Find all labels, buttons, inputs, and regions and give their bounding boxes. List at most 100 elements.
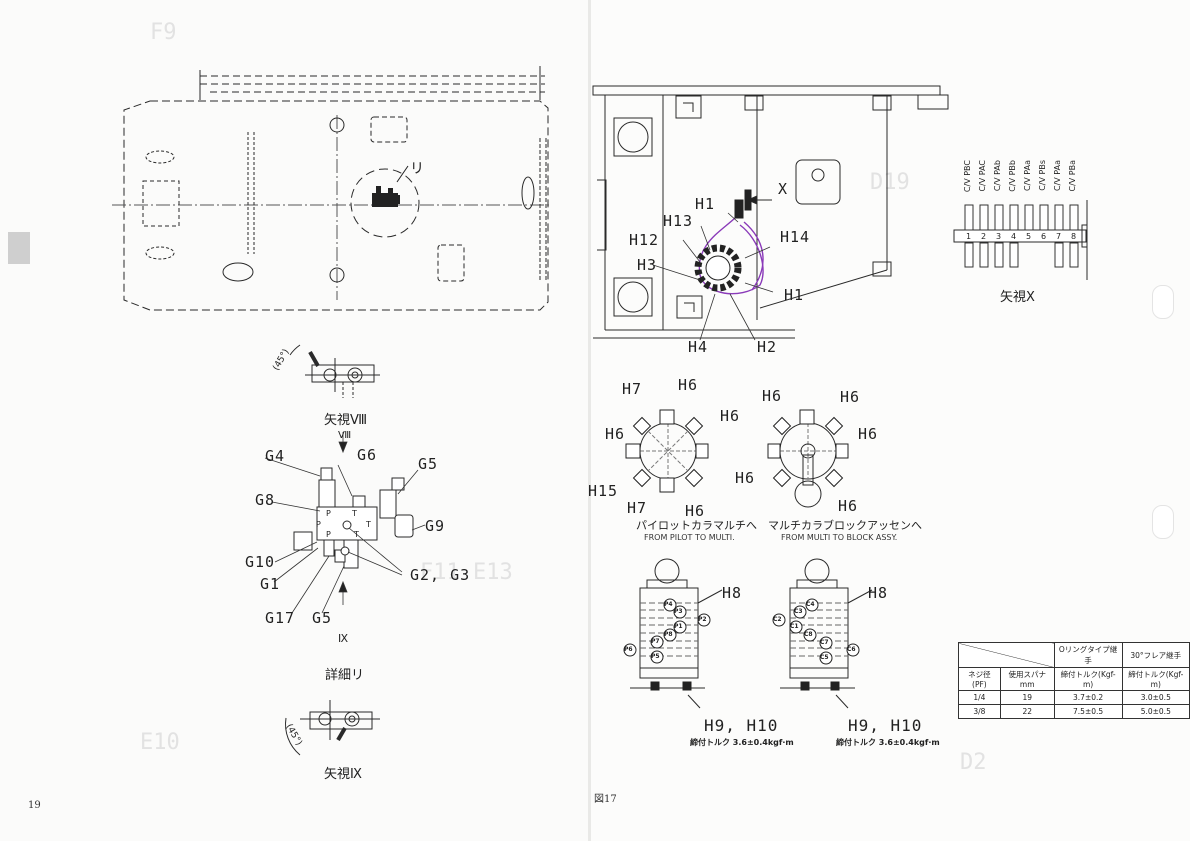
ghost-text: D19 bbox=[870, 170, 910, 195]
manifold-left-h6-bottom: H6 bbox=[685, 502, 706, 520]
table-cell: 3/8 bbox=[958, 704, 1001, 719]
manifold-left-h6-left: H6 bbox=[605, 425, 626, 443]
manifold-left-h6-right: H6 bbox=[720, 407, 741, 425]
port-c3: C3 bbox=[794, 608, 803, 615]
table-group-header-row: Oリングタイプ継手 30°フレア継手 bbox=[958, 642, 1190, 668]
view-x-marker: X bbox=[778, 180, 789, 198]
manifold-right-h6-bottom: H6 bbox=[838, 497, 859, 515]
punch-hole-bottom bbox=[1152, 505, 1174, 539]
block-right-h8: H8 bbox=[868, 584, 889, 602]
view-x-caption: 矢視X bbox=[1000, 290, 1035, 305]
manifold-right-h6-top-right: H6 bbox=[840, 388, 861, 406]
page-number: 19 bbox=[28, 800, 41, 811]
index-tab-mark bbox=[8, 232, 30, 264]
table-cell: 1/4 bbox=[958, 690, 1001, 705]
label-h14: H14 bbox=[780, 228, 811, 246]
table-cell: 19 bbox=[999, 690, 1055, 705]
port-p4: P4 bbox=[664, 601, 673, 608]
detail-ri-callout: リ bbox=[410, 161, 424, 177]
view-viii-caption: 矢視Ⅷ bbox=[324, 413, 368, 428]
view-x-port-5-label: C/V PAa bbox=[1023, 160, 1032, 191]
view-x-port-3-label: C/V PAb bbox=[993, 160, 1002, 192]
port-p1: P1 bbox=[674, 623, 683, 630]
view-ix-arrow-label: Ⅸ bbox=[338, 632, 349, 645]
detail-ri-caption: 詳細リ bbox=[325, 668, 365, 683]
table-group-header: Oリングタイプ継手 bbox=[1053, 642, 1123, 668]
block-left-torque-note: 締付トルク 3.6±0.4kgf·m bbox=[690, 738, 794, 747]
view-x-port-6-label: C/V PBs bbox=[1038, 160, 1047, 191]
view-x-port-2-label: C/V PAC bbox=[978, 160, 987, 192]
port-c2: C2 bbox=[773, 616, 782, 623]
label-g17: G17 bbox=[265, 609, 296, 627]
label-h1-top: H1 bbox=[695, 195, 716, 213]
figure-label: 図17 bbox=[594, 794, 617, 805]
port-p3: P3 bbox=[674, 608, 683, 615]
label-h4: H4 bbox=[688, 338, 709, 356]
label-h3: H3 bbox=[637, 256, 658, 274]
block-right-bolt-label: H9, H10 bbox=[848, 716, 923, 735]
view-x-port-2-num: 2 bbox=[981, 232, 987, 241]
page-gutter bbox=[588, 0, 591, 841]
view-x-port-6-num: 6 bbox=[1041, 232, 1047, 241]
port-mark-p: P bbox=[316, 520, 321, 529]
table-corner-cell bbox=[958, 642, 1055, 668]
label-g8: G8 bbox=[255, 491, 276, 509]
view-x-port-4-num: 4 bbox=[1011, 232, 1017, 241]
table-header: ネジ径(PF) bbox=[958, 667, 1001, 691]
table-header: 締付トルク(Kgf-m) bbox=[1053, 667, 1123, 691]
manifold-left-h7-top: H7 bbox=[622, 380, 643, 398]
port-c7: C7 bbox=[820, 639, 829, 646]
manifold-left-h15: H15 bbox=[588, 482, 619, 500]
view-x-port-3-num: 3 bbox=[996, 232, 1002, 241]
label-g9: G9 bbox=[425, 517, 446, 535]
port-p6: P6 bbox=[624, 646, 633, 653]
label-g5-bottom: G5 bbox=[312, 609, 333, 627]
port-mark-p: P bbox=[326, 509, 331, 518]
table-cell: 7.5±0.5 bbox=[1053, 704, 1123, 719]
view-x-port-4-label: C/V PBb bbox=[1008, 160, 1017, 192]
table-cell: 5.0±0.5 bbox=[1121, 704, 1190, 719]
label-h12: H12 bbox=[629, 231, 660, 249]
manifold-right-caption-jp: マルチカラブロックアッセンへ bbox=[768, 519, 922, 532]
ghost-text: F11 E13 bbox=[420, 560, 513, 585]
table-cell: 22 bbox=[999, 704, 1055, 719]
view-x-port-7-num: 7 bbox=[1056, 232, 1062, 241]
port-mark-t: T bbox=[352, 509, 357, 518]
port-c1: C1 bbox=[790, 623, 799, 630]
view-x-port-8-label: C/V PBa bbox=[1068, 160, 1077, 192]
port-p8: P8 bbox=[664, 631, 673, 638]
block-right-torque-note: 締付トルク 3.6±0.4kgf·m bbox=[836, 738, 940, 747]
table-cell: 3.0±0.5 bbox=[1121, 690, 1190, 705]
manifold-right-h6-right: H6 bbox=[858, 425, 879, 443]
view-x-port-5-num: 5 bbox=[1026, 232, 1032, 241]
label-g1: G1 bbox=[260, 575, 281, 593]
label-g4: G4 bbox=[265, 447, 286, 465]
label-h2: H2 bbox=[757, 338, 778, 356]
ghost-text: D2 bbox=[960, 750, 987, 775]
view-viii-arrow-label: Ⅷ bbox=[338, 430, 352, 441]
port-mark-p: P bbox=[326, 530, 331, 539]
label-g6: G6 bbox=[357, 446, 378, 464]
manifold-left-caption-en: FROM PILOT TO MULTI. bbox=[644, 533, 735, 542]
label-h13: H13 bbox=[663, 212, 694, 230]
table-row: 3/8 22 7.5±0.5 5.0±0.5 bbox=[958, 704, 1190, 719]
left-page bbox=[0, 0, 590, 841]
manifold-left-h7-bottom: H7 bbox=[627, 499, 648, 517]
label-g2-g3: G2, G3 bbox=[410, 566, 471, 584]
manifold-right-h6-left: H6 bbox=[735, 469, 756, 487]
view-x-port-1-num: 1 bbox=[966, 232, 972, 241]
view-x-port-8-num: 8 bbox=[1071, 232, 1077, 241]
port-mark-t: T bbox=[354, 530, 359, 539]
block-left-h8: H8 bbox=[722, 584, 743, 602]
manifold-left-h6-top: H6 bbox=[678, 376, 699, 394]
table-cell: 3.7±0.2 bbox=[1053, 690, 1123, 705]
port-c4: C4 bbox=[806, 601, 815, 608]
table-header: 使用スパナmm bbox=[999, 667, 1055, 691]
view-ix-caption: 矢視Ⅸ bbox=[324, 767, 362, 782]
ghost-text: E10 bbox=[140, 730, 180, 755]
ghost-text: F9 bbox=[150, 20, 177, 45]
table-group-header: 30°フレア継手 bbox=[1121, 642, 1190, 668]
port-c6: C6 bbox=[847, 646, 856, 653]
view-x-port-7-label: C/V PAa bbox=[1053, 160, 1062, 191]
